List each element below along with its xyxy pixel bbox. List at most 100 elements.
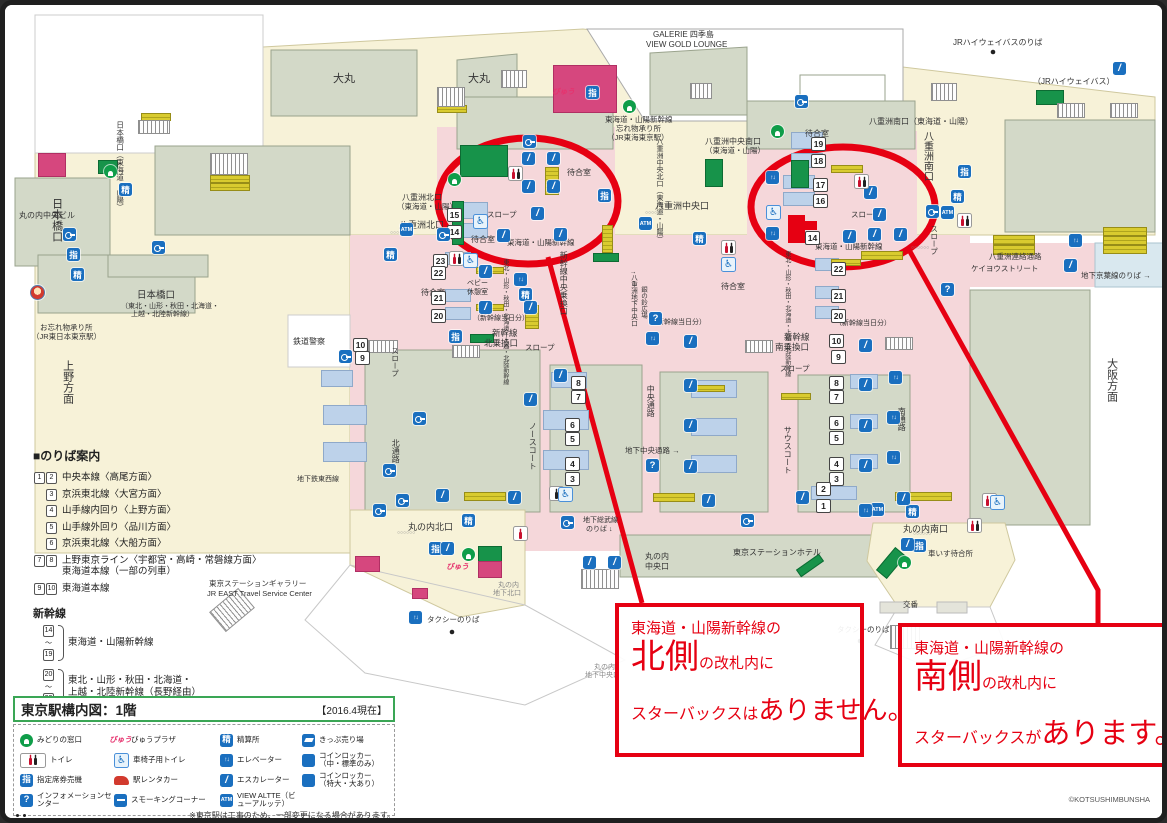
shop-block: [38, 153, 66, 177]
atm-icon: ATM: [871, 503, 884, 516]
ticket-gate: [470, 334, 494, 343]
platform-number: 3: [565, 472, 580, 486]
shinkansen-label: 東海道・山陽新幹線: [68, 636, 154, 648]
legend-label: びゅうプラザ: [131, 734, 176, 744]
platform-block: [783, 192, 815, 206]
map-label: 忘れ物承り所: [616, 124, 661, 133]
map-label: 東海道・山陽新幹線: [815, 242, 883, 251]
platform-guide-title: ■のりば案内: [33, 449, 101, 463]
platform-number: 22: [831, 262, 846, 276]
platform-chip: 7: [34, 554, 45, 567]
legend-label: コインロッカー （中・標準のみ）: [319, 750, 379, 768]
midori-icon: [623, 100, 636, 113]
locker-icon: [152, 241, 165, 254]
legend-item: びゅうびゅうプラザ: [109, 734, 220, 747]
locker-icon: [383, 464, 396, 477]
shop-block: [553, 65, 617, 113]
esc-icon: /: [524, 393, 537, 406]
elev-icon: ↑↓: [889, 371, 902, 384]
stairs: [931, 83, 957, 101]
legend-item: コインロッカー （中・標準のみ）: [302, 750, 396, 769]
shitei-icon: 指: [67, 248, 80, 261]
legend-label: エレベーター: [237, 754, 282, 764]
map-label: 丸の内中央ビル: [19, 211, 75, 220]
map-label: 地下北口: [493, 590, 521, 597]
platform-block: [323, 405, 367, 425]
platform-number: 19: [811, 137, 826, 151]
platform-block: [691, 418, 737, 436]
locker-icon: [741, 514, 754, 527]
legend-item: みどりの窓口: [20, 733, 114, 747]
map-label: 鉄道警察: [293, 337, 325, 346]
north-annotation-box: 東海道・山陽新幹線の 北側の改札内に スターバックスはありません。: [615, 603, 914, 757]
wheel-icon: ♿: [766, 205, 781, 220]
platform-number: 4: [565, 457, 580, 471]
map-label: 日本橋口: [137, 290, 176, 301]
elev-icon: ↑↓: [514, 273, 527, 286]
copyright: ©KOTSUSHIMBUNSHA: [1068, 795, 1150, 804]
escalator-strip: [210, 175, 250, 183]
map-label: 待合室: [721, 282, 745, 291]
fare-icon: 精: [462, 514, 475, 527]
escalator-strip: [210, 183, 250, 191]
shinkansen-chips: 14〜19: [43, 624, 54, 661]
platform-number: 2: [816, 482, 831, 496]
map-label: 八重洲連絡通路: [989, 252, 1042, 261]
legend-box: みどりの窓口びゅうびゅうプラザ精精算所きっぷ売り場トイレ♿車椅子用トイレ↑↓エレ…: [13, 724, 395, 816]
esc-icon: /: [608, 556, 621, 569]
map-label: 待合室: [567, 168, 591, 177]
map-label: 丸の内: [594, 664, 615, 671]
locker-icon: [413, 412, 426, 425]
map-label: JRハイウェイバスのりば: [953, 38, 1043, 47]
map-label: ○○○○○○: [913, 531, 932, 537]
shinkansen-item: 14〜19 東海道・山陽新幹線: [43, 624, 262, 661]
map-label: （新幹線当日分）: [835, 320, 891, 327]
ticket-icon: [302, 733, 315, 747]
stairs: [690, 83, 712, 99]
stairs: [581, 569, 619, 589]
map-label: 丸の内北口: [408, 522, 454, 532]
fare-icon: 精: [693, 232, 706, 245]
platform-chip: 19: [43, 648, 54, 661]
map-label: （JR東日本東京駅）: [32, 332, 102, 341]
map-label: スロープ: [390, 347, 400, 377]
locker-icon: [302, 753, 315, 767]
map-label: 車いす待合所: [928, 549, 973, 558]
map-label: スロープ: [780, 364, 810, 373]
map-label: 中央通路: [646, 385, 656, 417]
annotation-line1: 東海道・山陽新幹線の: [914, 640, 1065, 657]
esc-icon: /: [796, 491, 809, 504]
legend-label: エスカレーター: [237, 774, 290, 784]
esc-icon: /: [547, 180, 560, 193]
map-label: 中央口: [645, 562, 669, 571]
map-label: （東北・山形・秋田・北海道・: [121, 303, 219, 310]
esc-icon: /: [554, 228, 567, 241]
shitei-icon: 指: [586, 86, 599, 99]
map-label: ○○○○○○: [911, 245, 930, 251]
map-label: 八重洲中央南口: [705, 137, 761, 146]
info-icon: ?: [20, 793, 33, 807]
elev-icon: ↑↓: [859, 504, 872, 517]
platform-number: 10: [829, 334, 844, 348]
esc-icon: /: [702, 494, 715, 507]
map-label: 地下京葉線のりば →: [1081, 271, 1151, 280]
map-label: 八重洲中央口: [655, 201, 710, 211]
map-label: （JRハイウェイバス）: [1033, 77, 1115, 86]
esc-icon: /: [859, 378, 872, 391]
atm-icon: ATM: [639, 217, 652, 230]
esc-icon: /: [684, 335, 697, 348]
south-callout-line: [905, 246, 1101, 625]
legend-label: きっぷ売り場: [319, 734, 364, 744]
escalator-strip: [653, 493, 695, 502]
platform-chip: 9: [34, 582, 45, 595]
locker-icon: [523, 135, 536, 148]
stairs: [1110, 103, 1138, 118]
elev-icon: ↑↓: [766, 227, 779, 240]
map-label: （新幹線当日分）: [473, 315, 529, 322]
platform-chip: 3: [46, 488, 57, 501]
station-map-base: [5, 5, 1162, 818]
stairs: [745, 340, 773, 353]
